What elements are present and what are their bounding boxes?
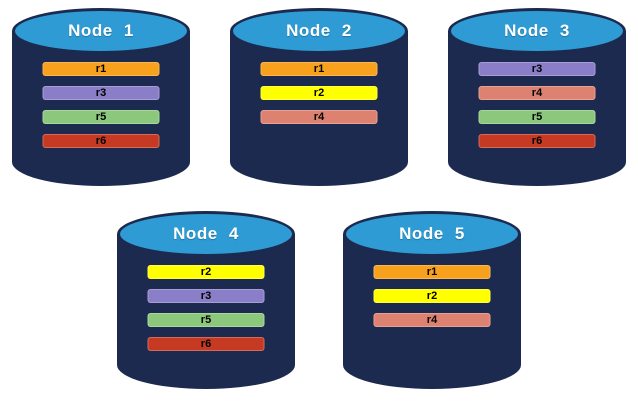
replica-bar-r3: r3 [42,86,160,100]
replica-bar-r4: r4 [478,86,596,100]
database-node-1: Node 1 r1 r3 r5 r6 [12,8,190,186]
node-row-bottom: Node 4 r2 r3 r5 r6 Node 5 r1 r2 r4 [0,211,638,389]
replica-label: r6 [200,337,212,350]
replica-bar-r5: r5 [147,313,265,327]
cylinder-top: Node 3 [448,8,626,54]
replica-bar-r1: r1 [373,265,491,279]
replica-bar-r6: r6 [147,337,265,351]
database-node-4: Node 4 r2 r3 r5 r6 [117,211,295,389]
replica-label: r6 [531,134,543,147]
replica-bar-r4: r4 [373,313,491,327]
replica-label: r5 [200,313,212,326]
cylinder-body [12,31,190,186]
replica-bar-r6: r6 [478,134,596,148]
replica-bar-r3: r3 [478,62,596,76]
replica-bar-r2: r2 [147,265,265,279]
replica-bar-r6: r6 [42,134,160,148]
replica-label: r1 [426,265,438,278]
replica-label: r4 [531,86,543,99]
replica-list: r1 r2 r4 [260,62,378,124]
cylinder-body [448,31,626,186]
replica-bar-r5: r5 [42,110,160,124]
replica-label: r3 [531,62,543,75]
replica-bar-r2: r2 [260,86,378,100]
database-node-2: Node 2 r1 r2 r4 [230,8,408,186]
replica-list: r2 r3 r5 r6 [147,265,265,351]
replica-label: r6 [95,134,107,147]
cylinder-body [343,234,521,389]
replica-label: r1 [313,62,325,75]
replica-label: r5 [531,110,543,123]
cylinder-body [230,31,408,186]
replica-list: r1 r3 r5 r6 [42,62,160,148]
node-title: Node 1 [68,21,134,40]
replica-label: r4 [313,110,325,123]
cylinder-top: Node 5 [343,211,521,257]
cylinder-top: Node 4 [117,211,295,257]
database-node-3: Node 3 r3 r4 r5 r6 [448,8,626,186]
node-title: Node 5 [399,224,465,243]
cylinder-top: Node 1 [12,8,190,54]
cylinder-top: Node 2 [230,8,408,54]
replica-bar-r2: r2 [373,289,491,303]
replica-label: r1 [95,62,107,75]
replica-bar-r1: r1 [42,62,160,76]
replica-label: r2 [426,289,438,302]
replica-label: r5 [95,110,107,123]
replica-label: r2 [313,86,325,99]
replica-bar-r4: r4 [260,110,378,124]
node-row-top: Node 1 r1 r3 r5 r6 Node 2 r1 r2 r4 Node … [0,8,638,186]
database-node-5: Node 5 r1 r2 r4 [343,211,521,389]
replica-bar-r5: r5 [478,110,596,124]
cylinder-body [117,234,295,389]
replica-list: r1 r2 r4 [373,265,491,327]
replica-label: r3 [200,289,212,302]
replica-label: r4 [426,313,438,326]
replica-bar-r1: r1 [260,62,378,76]
replica-label: r3 [95,86,107,99]
node-title: Node 4 [173,224,239,243]
replica-bar-r3: r3 [147,289,265,303]
replica-label: r2 [200,265,212,278]
node-title: Node 3 [504,21,570,40]
replica-list: r3 r4 r5 r6 [478,62,596,148]
node-title: Node 2 [286,21,352,40]
